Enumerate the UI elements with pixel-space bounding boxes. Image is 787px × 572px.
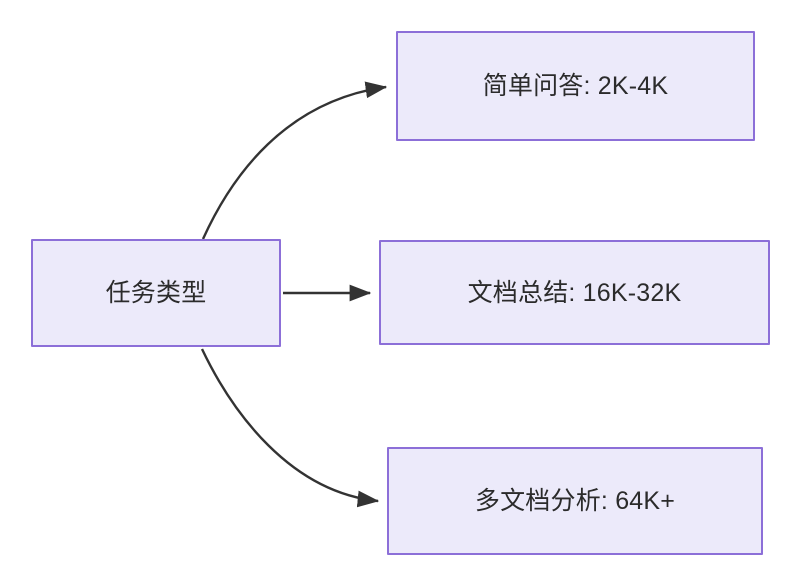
edge-root-to-task-0 [201, 81, 388, 240]
node-simple-qa[interactable]: 简单问答: 2K-4K [396, 31, 755, 141]
node-task-type-label: 任务类型 [105, 279, 207, 307]
node-task-type[interactable]: 任务类型 [31, 239, 281, 347]
edge-root-to-task-2 [200, 348, 380, 508]
node-document-summary[interactable]: 文档总结: 16K-32K [379, 240, 770, 345]
node-multi-document-analysis[interactable]: 多文档分析: 64K+ [387, 447, 763, 555]
node-simple-qa-label: 简单问答: 2K-4K [482, 72, 669, 100]
node-document-summary-label: 文档总结: 16K-32K [467, 278, 682, 307]
node-multi-document-analysis-label: 多文档分析: 64K+ [474, 487, 676, 515]
